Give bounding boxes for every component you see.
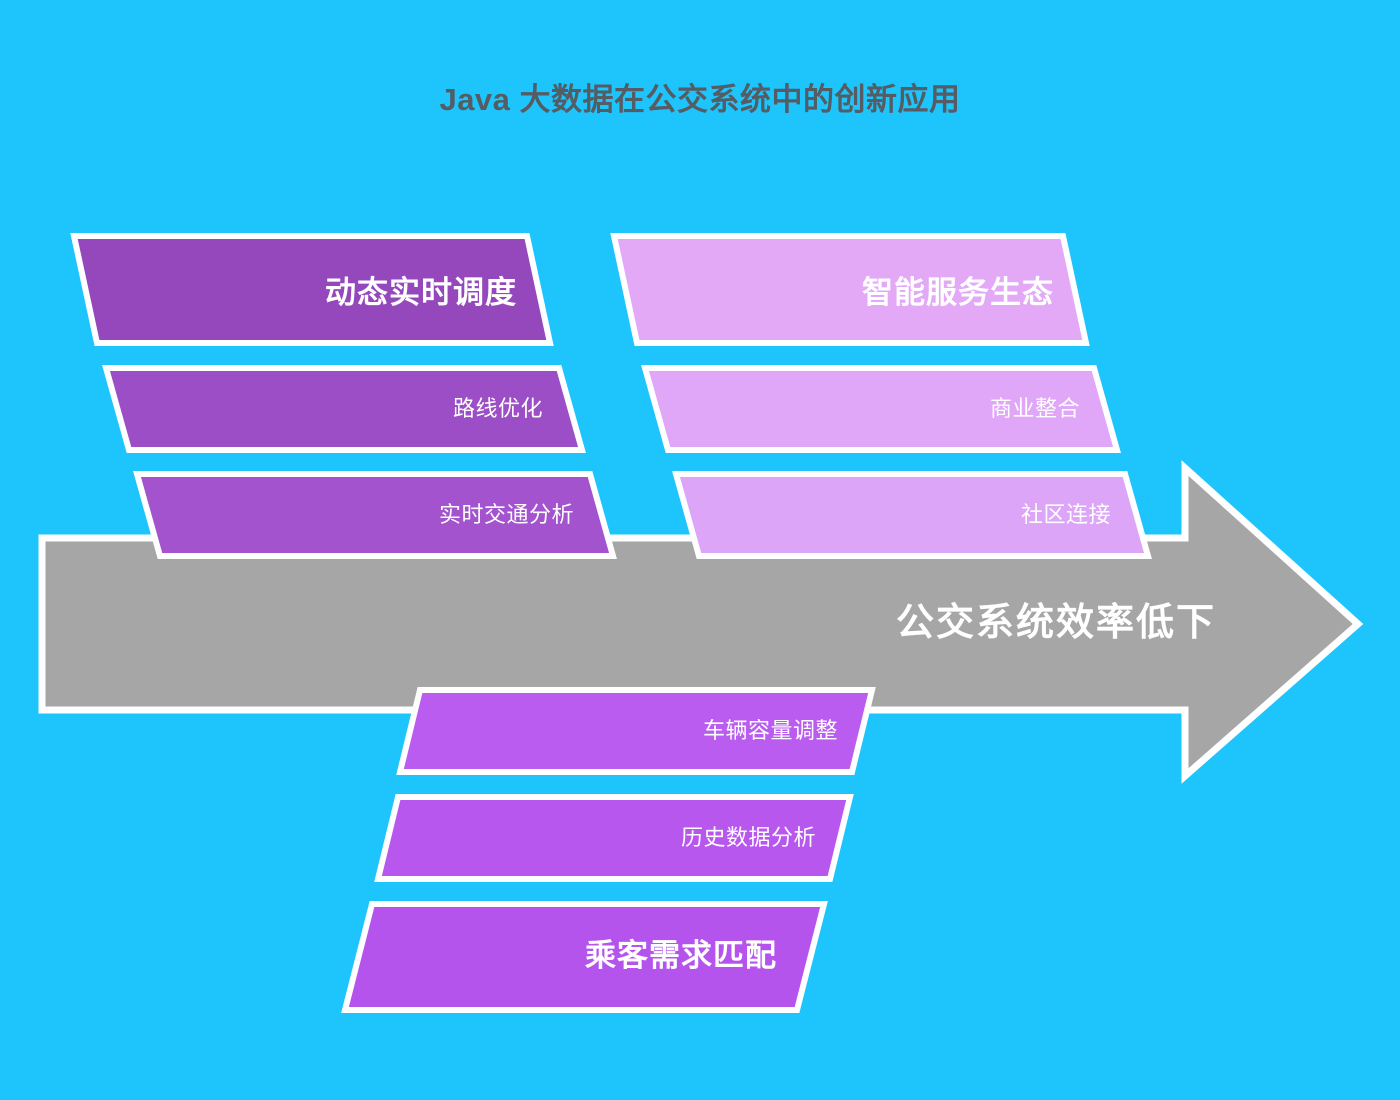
- band-shape-vehicle-capacity-adjustment[interactable]: [396, 687, 876, 775]
- band-shape-realtime-traffic-analysis[interactable]: [133, 471, 617, 559]
- band-label-passenger-demand-matching: 乘客需求匹配: [585, 938, 777, 973]
- band-shape-community-connection[interactable]: [672, 471, 1152, 559]
- band-label-dynamic-scheduling: 动态实时调度: [325, 275, 517, 310]
- band-shape-historical-data-analysis[interactable]: [374, 794, 854, 882]
- band-shape-route-optimization[interactable]: [102, 365, 586, 453]
- band-shape-intelligent-service-ecosystem[interactable]: [610, 233, 1090, 346]
- band-shape-business-integration[interactable]: [641, 365, 1121, 453]
- band-label-business-integration: 商业整合: [989, 396, 1080, 421]
- band-shape-passenger-demand-matching[interactable]: [341, 901, 828, 1013]
- page-title: Java 大数据在公交系统中的创新应用: [439, 82, 961, 117]
- band-label-community-connection: 社区连接: [1020, 502, 1111, 527]
- band-shape-dynamic-scheduling[interactable]: [70, 233, 554, 346]
- band-label-realtime-traffic-analysis: 实时交通分析: [438, 502, 574, 527]
- band-label-historical-data-analysis: 历史数据分析: [680, 825, 816, 850]
- band-label-route-optimization: 路线优化: [452, 396, 543, 421]
- band-label-vehicle-capacity-adjustment: 车辆容量调整: [702, 718, 838, 743]
- band-label-intelligent-service-ecosystem: 智能服务生态: [862, 275, 1054, 310]
- arrow-label-main: 公交系统效率低下: [896, 602, 1217, 644]
